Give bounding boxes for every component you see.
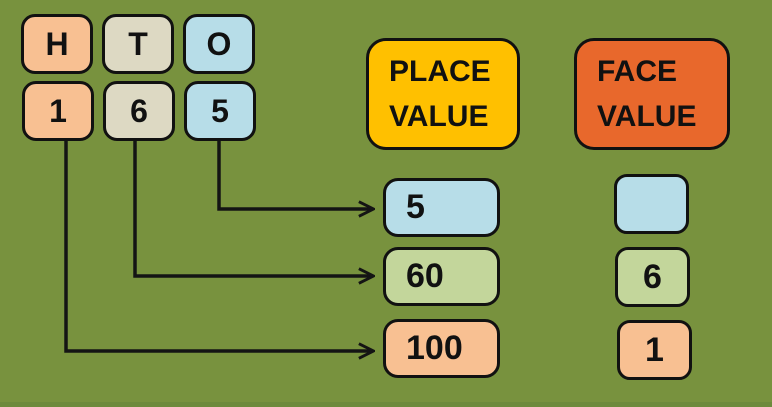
ones-column-tile: O [183,14,255,74]
tens-column-tile: T [102,14,174,74]
face-value-ones-box [614,174,689,234]
face-value-hundreds-box: 1 [617,320,692,380]
slide-bottom-edge [0,402,772,407]
place-value-ones-box: 5 [383,178,500,237]
place-value-tens-box: 60 [383,247,500,306]
face-value-tens-box: 6 [615,247,690,307]
place-value-header: PLACE VALUE [366,38,520,150]
face-value-header: FACE VALUE [574,38,730,150]
arrow-hundreds-to-place-value [64,141,372,351]
place-value-hundreds-box: 100 [383,319,500,378]
hundreds-column-tile: H [21,14,93,74]
ones-digit-tile: 5 [184,81,256,141]
arrow-tens-to-place-value [133,141,372,276]
hundreds-digit-tile: 1 [22,81,94,141]
arrow-ones-to-place-value [217,141,372,209]
tens-digit-tile: 6 [103,81,175,141]
